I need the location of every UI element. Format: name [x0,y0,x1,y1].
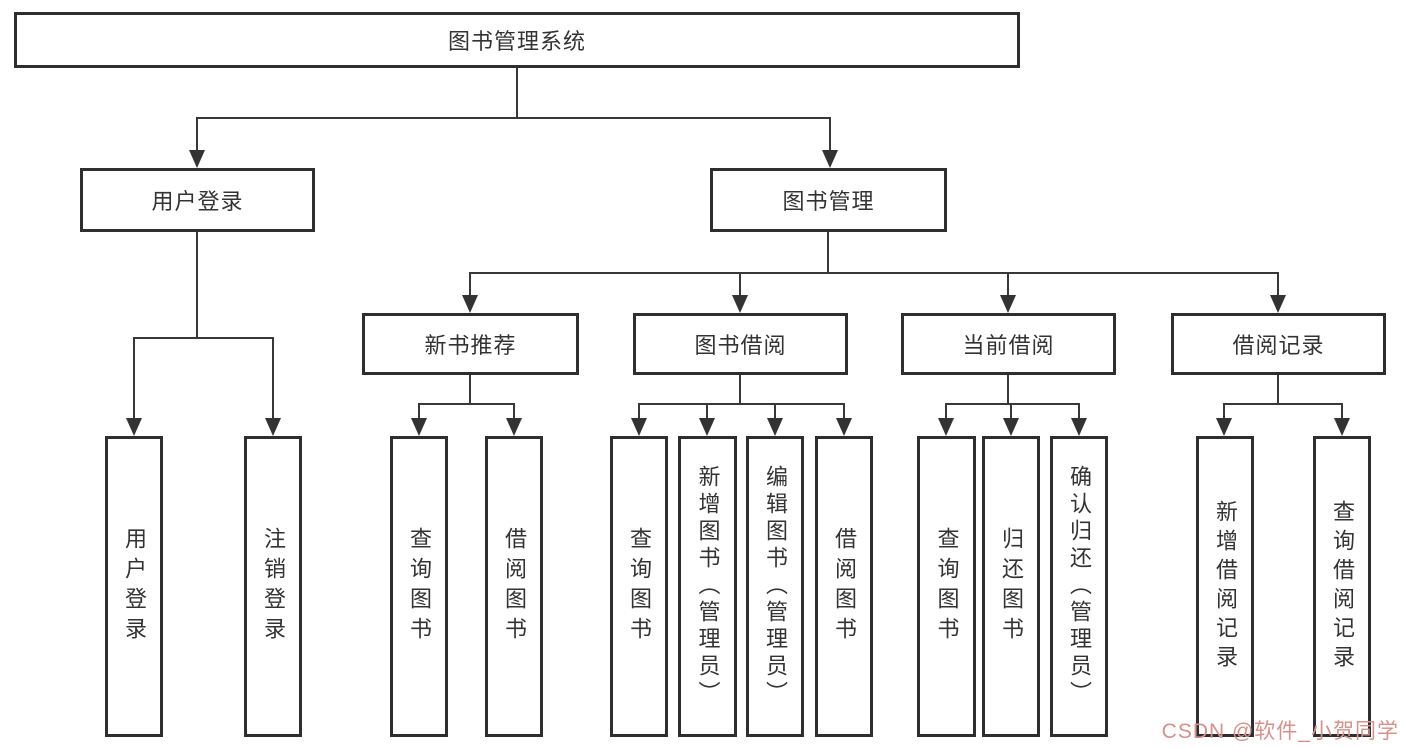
arrow-cur-confirm [1071,418,1087,436]
connector-root-trunk [516,68,518,118]
node-book-borrow: 图书借阅 [633,313,848,375]
connector-stem-user-login [196,117,198,151]
leaf-user-login-label: 用户登录 [122,526,147,647]
leaf-current-query-books-label: 查询图书 [934,526,960,647]
connector-current-split [945,403,1080,405]
connector-level3-split [469,272,1279,274]
leaf-current-return-books: 归还图书 [982,436,1040,737]
csdn-watermark: CSDN @软件_小贺同学 [1161,720,1399,743]
leaf-borrow-add-books-admin: 新增图书（管理员） [678,436,737,737]
leaf-user-login: 用户登录 [105,436,163,737]
leaf-current-return-books-label: 归还图书 [999,526,1024,647]
node-user-login-label: 用户登录 [151,189,244,214]
arrow-bor-add [699,418,715,436]
connector-stem-bor-borrow [843,403,845,419]
leaf-borrow-borrow-books-label: 借阅图书 [832,526,857,647]
arrow-book-mgmt [822,150,838,168]
node-current-borrow: 当前借阅 [901,313,1116,375]
node-root-library-system: 图书管理系统 [14,12,1020,68]
connector-stem-rec-query [418,403,420,419]
connector-stem-bor-edit [774,403,776,419]
leaf-logout-label: 注销登录 [261,526,286,647]
connector-stem-rcd-query [1341,403,1343,419]
arrow-leaf-logout [265,418,281,436]
leaf-recommend-query-books: 查询图书 [390,436,448,737]
connector-stem-bor-add [706,403,708,419]
connector-stem-cur-confirm [1078,403,1080,419]
arrow-cur-query [938,418,954,436]
leaf-borrow-query-books: 查询图书 [610,436,668,737]
leaf-borrow-borrow-books: 借阅图书 [815,436,873,737]
connector-level2-split [197,117,831,119]
connector-login-trunk [196,232,198,338]
leaf-borrow-add-books-admin-label: 新增图书（管理员） [695,465,721,708]
leaf-recommend-borrow-books-label: 借阅图书 [502,526,527,647]
leaf-records-add-record: 新增借阅记录 [1196,436,1254,737]
arrow-user-login [189,150,205,168]
connector-stem-leaf-logout [272,337,274,419]
connector-stem-current [1007,272,1009,296]
connector-records-trunk [1277,375,1279,404]
node-user-login: 用户登录 [80,168,315,232]
arrow-borrow [732,295,748,313]
connector-current-trunk [1007,375,1009,404]
node-new-book-recommend: 新书推荐 [362,313,579,375]
leaf-current-confirm-return-admin: 确认归还（管理员） [1050,436,1108,737]
connector-records-split [1223,403,1343,405]
connector-stem-rec-borrow [513,403,515,419]
arrow-records [1270,295,1286,313]
node-current-borrow-label: 当前借阅 [962,333,1055,358]
node-root-label: 图书管理系统 [447,29,586,54]
node-book-borrow-label: 图书借阅 [694,333,787,358]
connector-recommend-split [418,403,515,405]
connector-stem-leaf-login [133,337,135,419]
connector-stem-book-mgmt [829,117,831,151]
arrow-rcd-add [1216,418,1232,436]
node-book-management: 图书管理 [710,168,947,232]
leaf-records-add-record-label: 新增借阅记录 [1213,499,1238,674]
arrow-leaf-login [126,418,142,436]
leaf-borrow-edit-books-admin: 编辑图书（管理员） [746,436,804,737]
arrow-current [1000,295,1016,313]
connector-login-split [133,337,274,339]
leaf-recommend-query-books-label: 查询图书 [407,526,432,647]
leaf-records-query-record-label: 查询借阅记录 [1330,499,1355,674]
leaf-logout: 注销登录 [244,436,302,737]
connector-stem-records [1277,272,1279,296]
arrow-cur-return [1003,418,1019,436]
connector-stem-rcd-add [1223,403,1225,419]
connector-stem-recommend [469,272,471,296]
connector-stem-cur-return [1010,403,1012,419]
leaf-current-confirm-return-admin-label: 确认归还（管理员） [1067,465,1092,708]
arrow-bor-edit [767,418,783,436]
arrow-bor-borrow [836,418,852,436]
node-borrow-records-label: 借阅记录 [1232,333,1325,358]
arrow-bor-query [631,418,647,436]
connector-recommend-trunk [469,375,471,404]
node-borrow-records: 借阅记录 [1171,313,1386,375]
arrow-rcd-query [1334,418,1350,436]
node-new-book-recommend-label: 新书推荐 [424,333,517,358]
connector-stem-bor-query [638,403,640,419]
connector-stem-cur-query [945,403,947,419]
leaf-borrow-query-books-label: 查询图书 [627,526,652,647]
connector-bookmgmt-trunk [827,232,829,273]
arrow-rec-query [411,418,427,436]
arrow-recommend [462,295,478,313]
leaf-records-query-record: 查询借阅记录 [1313,436,1371,737]
leaf-borrow-edit-books-admin-label: 编辑图书（管理员） [763,465,788,708]
leaf-recommend-borrow-books: 借阅图书 [485,436,543,737]
arrow-rec-borrow [506,418,522,436]
connector-borrow-split [638,403,845,405]
leaf-current-query-books: 查询图书 [917,436,976,737]
connector-stem-borrow [739,272,741,296]
connector-borrow-trunk [739,375,741,404]
node-book-management-label: 图书管理 [782,189,875,214]
